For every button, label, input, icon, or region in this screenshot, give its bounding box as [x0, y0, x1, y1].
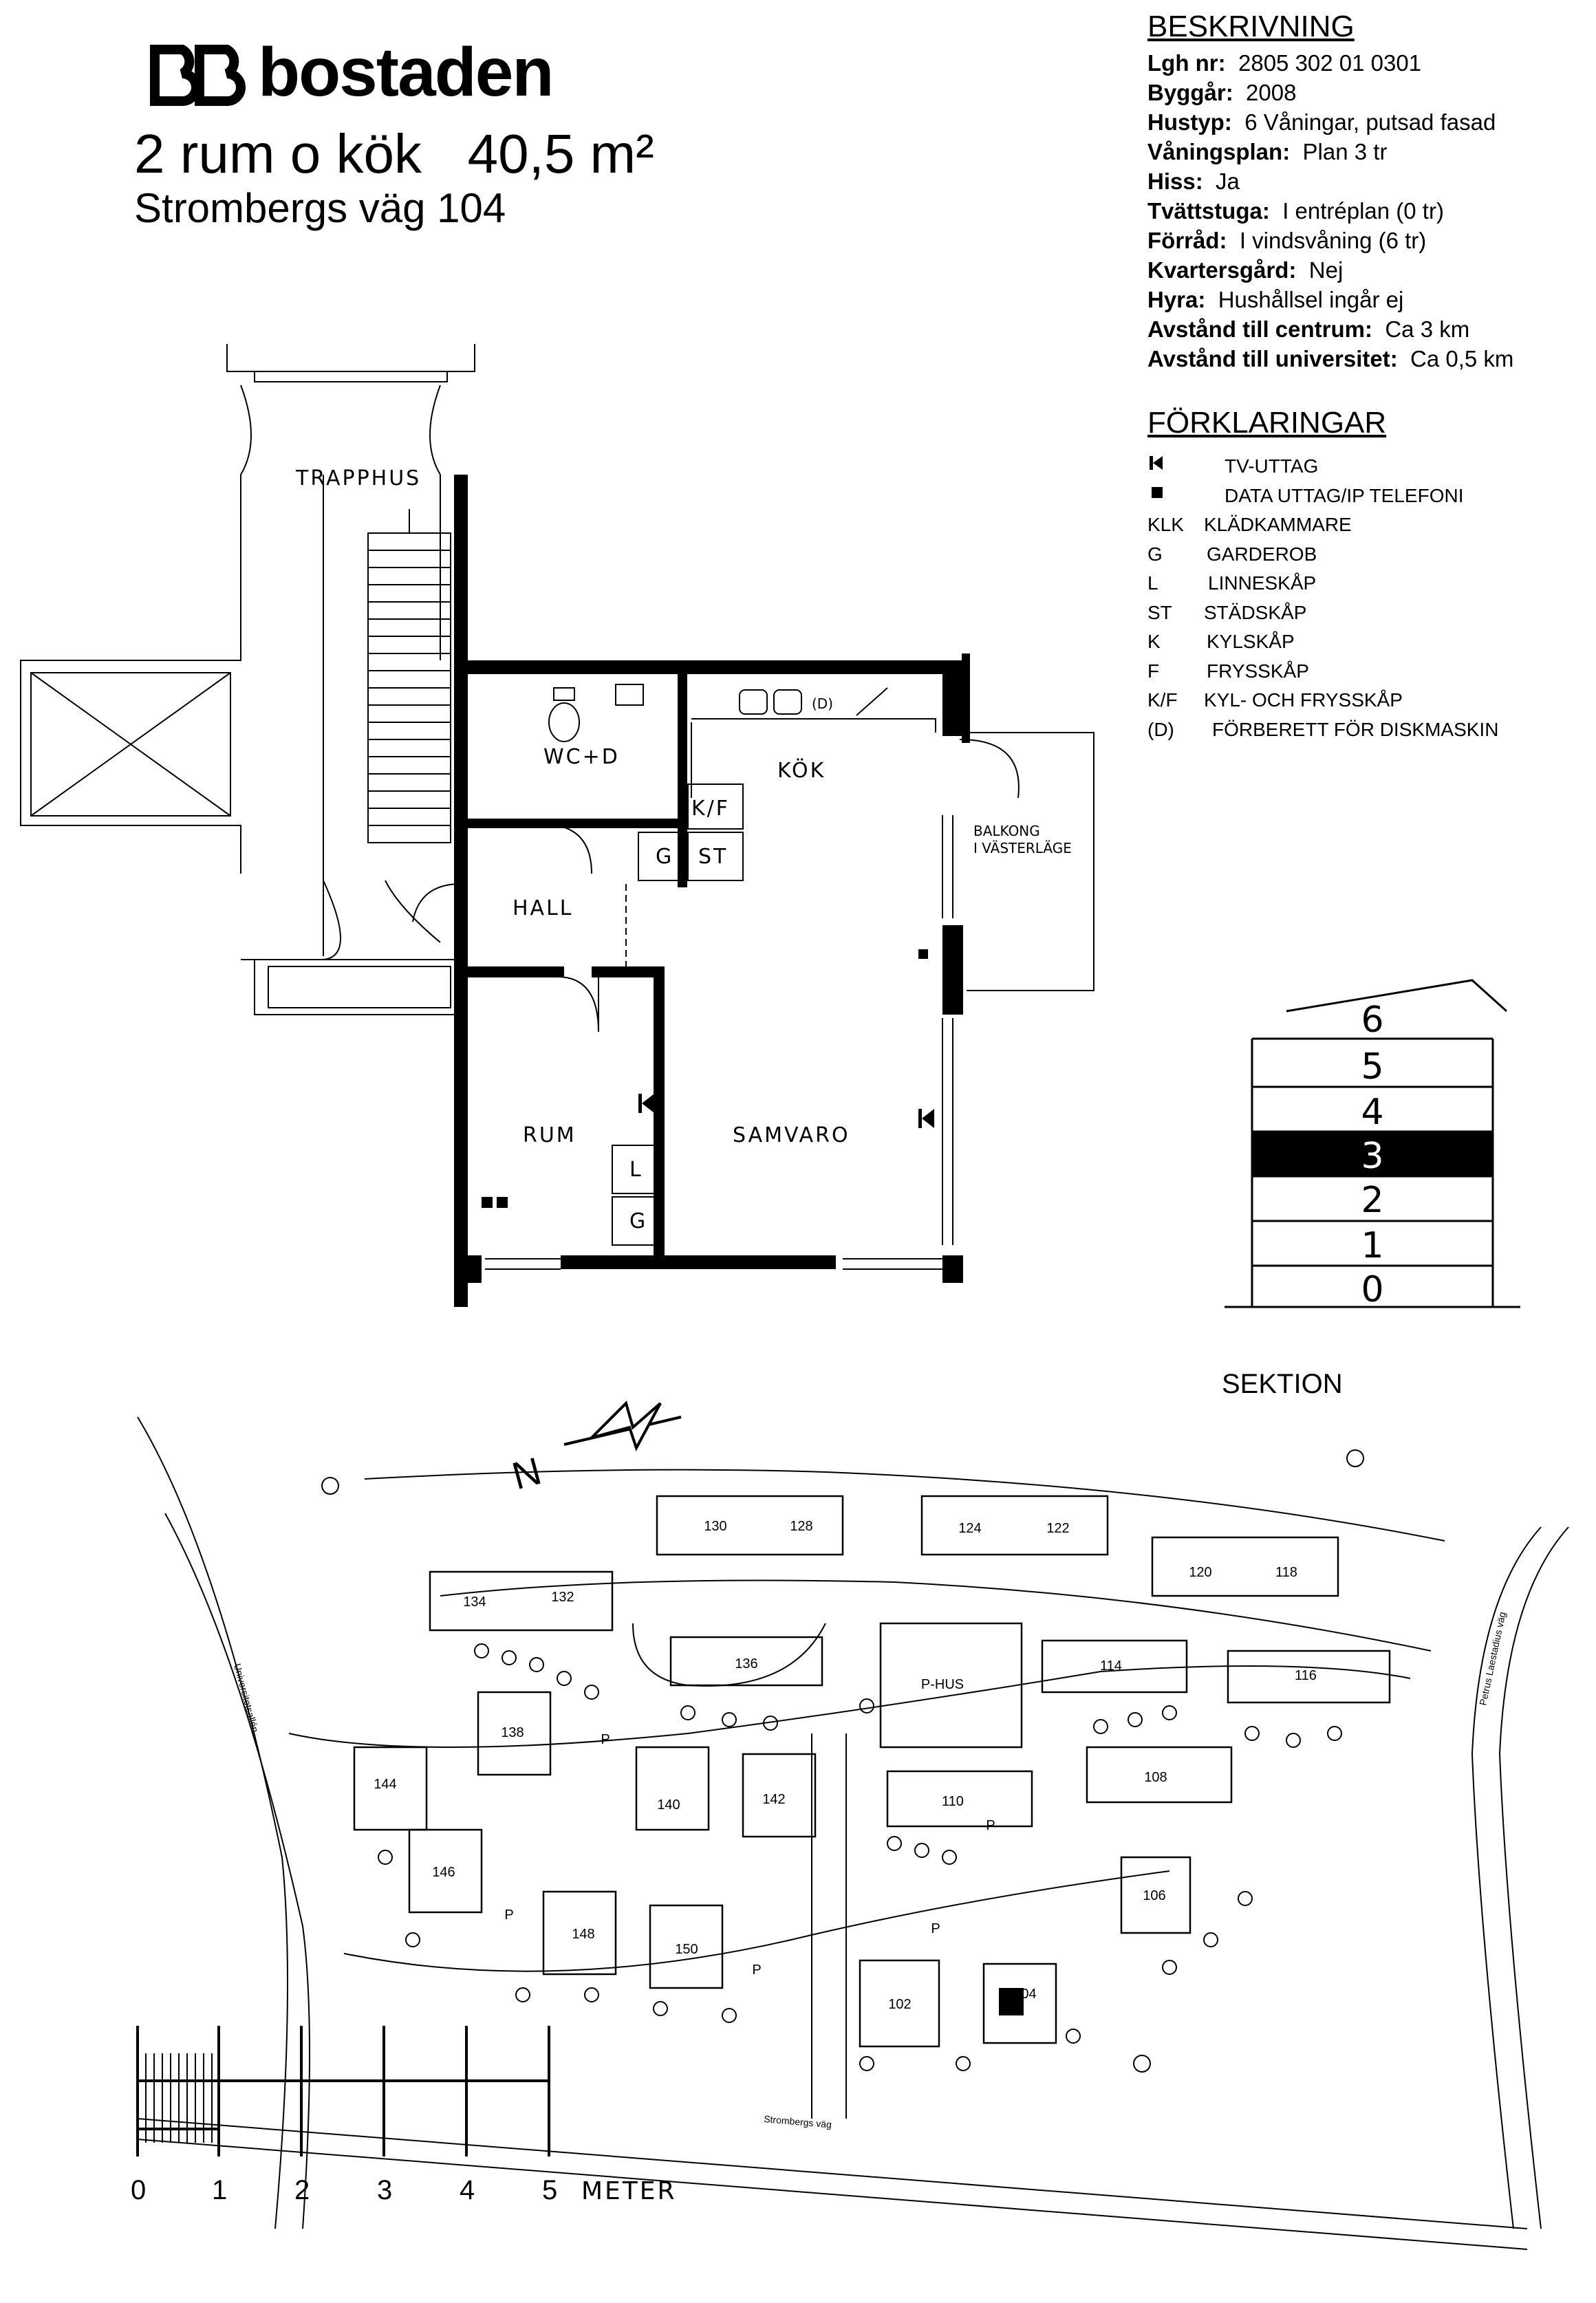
- scale-label: 4: [460, 2175, 475, 2205]
- description-row: Avstånd till centrum: Ca 3 km: [1147, 316, 1470, 342]
- description-row: Avstånd till universitet: Ca 0,5 km: [1147, 346, 1514, 371]
- legend-heading: FÖRKLARINGAR: [1147, 406, 1387, 440]
- north-arrow-icon: [563, 1401, 682, 1452]
- building-label: 144: [374, 1777, 396, 1792]
- description-row: Våningsplan: Plan 3 tr: [1147, 139, 1388, 164]
- floor-label: 5: [1361, 1046, 1383, 1088]
- fixture-dishwasher: (D): [812, 695, 833, 712]
- building-label: 124: [958, 1521, 981, 1536]
- parking-label: P: [504, 1907, 513, 1923]
- building-label: 120: [1189, 1565, 1211, 1580]
- description-row: Kvartersgård: Nej: [1147, 257, 1344, 283]
- scale-label: 1: [212, 2175, 228, 2205]
- description-row: Byggår: 2008: [1147, 80, 1297, 105]
- floor-plan: TRAPPHUS WC+D KÖK HALL RUM SAMVARO BALKO…: [20, 344, 1094, 1307]
- street-label: Strombergs väg: [764, 2113, 832, 2130]
- building-label: 134: [463, 1594, 486, 1610]
- building-label: 136: [735, 1656, 757, 1672]
- description-heading: BESKRIVNING: [1147, 10, 1355, 43]
- parking-label: P: [986, 1818, 995, 1833]
- building-label: 110: [942, 1794, 964, 1809]
- scale-unit: METER: [581, 2177, 677, 2205]
- building-label: 150: [675, 1942, 698, 1957]
- fixture-kf: K/F: [691, 797, 730, 821]
- building-label: 106: [1143, 1888, 1165, 1903]
- room-label-bedroom: RUM: [523, 1123, 576, 1147]
- street-label: Universitetsallén: [232, 1663, 261, 1733]
- scale-bar: [136, 2026, 550, 2156]
- fixture-g2: G: [629, 1209, 647, 1233]
- floor-label: 0: [1361, 1269, 1383, 1310]
- building-label: 108: [1144, 1770, 1167, 1785]
- description-row: Förråd: I vindsvåning (6 tr): [1147, 228, 1427, 253]
- legend-row: TV-UTTAG: [1147, 452, 1498, 482]
- floor-label: 6: [1361, 999, 1383, 1041]
- building-label: 132: [551, 1590, 574, 1605]
- section-diagram: 6 5 4 3 2 1 0: [1225, 979, 1520, 1310]
- north-label: N: [508, 1449, 546, 1498]
- description-row: Hustyp: 6 Våningar, putsad fasad: [1147, 109, 1496, 135]
- building-label: 128: [790, 1519, 812, 1534]
- description-row: Lgh nr: 2805 302 01 0301: [1147, 50, 1422, 76]
- scale-label: 3: [377, 2175, 393, 2205]
- building-label: 130: [704, 1519, 726, 1534]
- building-label: 148: [572, 1927, 594, 1942]
- highlighted-building-marker: [999, 1988, 1024, 2015]
- floor-label: 2: [1361, 1180, 1383, 1221]
- scale-label: 2: [294, 2175, 310, 2205]
- room-label-wc: WC+D: [543, 745, 620, 769]
- legend-row: DATA UTTAG/IP TELEFONI: [1147, 482, 1498, 511]
- building-label: 102: [888, 1997, 911, 2012]
- apartment-address: Strombergs väg 104: [134, 185, 506, 231]
- parking-label: P: [601, 1732, 610, 1747]
- room-label-kitchen: KÖK: [777, 758, 826, 783]
- tv-outlet-icon: [1150, 456, 1163, 470]
- building-label: 116: [1295, 1668, 1317, 1683]
- street-label: Petrus Laestadius väg: [1477, 1611, 1507, 1707]
- legend-row: (D)FÖRBERETT FÖR DISKMASKIN: [1147, 718, 1499, 740]
- data-outlet-icon: [1152, 486, 1163, 498]
- room-label-trapphus: TRAPPHUS: [295, 466, 421, 490]
- room-label-living: SAMVARO: [733, 1123, 850, 1147]
- fixture-g: G: [656, 845, 673, 869]
- site-plan: N 130 128 124 122 120 118 134 132 136 P-…: [137, 1401, 1569, 2250]
- parking-label: P: [752, 1963, 761, 1978]
- fixture-l: L: [629, 1158, 643, 1182]
- building-label: 146: [432, 1865, 455, 1880]
- building-label-parking-garage: P-HUS: [921, 1677, 964, 1692]
- scale-label: 0: [131, 2175, 147, 2205]
- scale-label: 5: [542, 2175, 558, 2205]
- floor-label: 4: [1361, 1092, 1383, 1133]
- building-label: 142: [762, 1792, 785, 1807]
- apartment-title: 2 rum o kök 40,5 m²: [134, 123, 654, 184]
- floor-label: 1: [1361, 1225, 1383, 1266]
- room-label-hall: HALL: [513, 896, 574, 920]
- room-label-balcony-sub: I VÄSTERLÄGE: [973, 840, 1072, 856]
- building-label: 118: [1275, 1565, 1297, 1580]
- floor-label-highlighted: 3: [1361, 1136, 1383, 1177]
- building-label: 122: [1046, 1521, 1069, 1536]
- bostaden-logo-icon: [150, 45, 246, 106]
- building-label-highlighted: 104: [1013, 1987, 1036, 2002]
- description-row: Tvättstuga: I entréplan (0 tr): [1147, 198, 1444, 224]
- description-row: Hyra: Hushållsel ingår ej: [1147, 287, 1404, 312]
- fixture-st: ST: [698, 845, 728, 869]
- description-list: Lgh nr: 2805 302 01 0301 Byggår: 2008 Hu…: [1147, 48, 1513, 374]
- building-label: 114: [1100, 1658, 1122, 1674]
- logo-text: bostaden: [258, 34, 554, 111]
- description-row: Hiss: Ja: [1147, 169, 1240, 194]
- parking-label: P: [931, 1921, 940, 1936]
- building-label: 140: [657, 1797, 680, 1813]
- section-caption: SEKTION: [1222, 1369, 1343, 1399]
- room-label-balcony: BALKONG: [973, 823, 1040, 839]
- building-label: 138: [501, 1725, 524, 1740]
